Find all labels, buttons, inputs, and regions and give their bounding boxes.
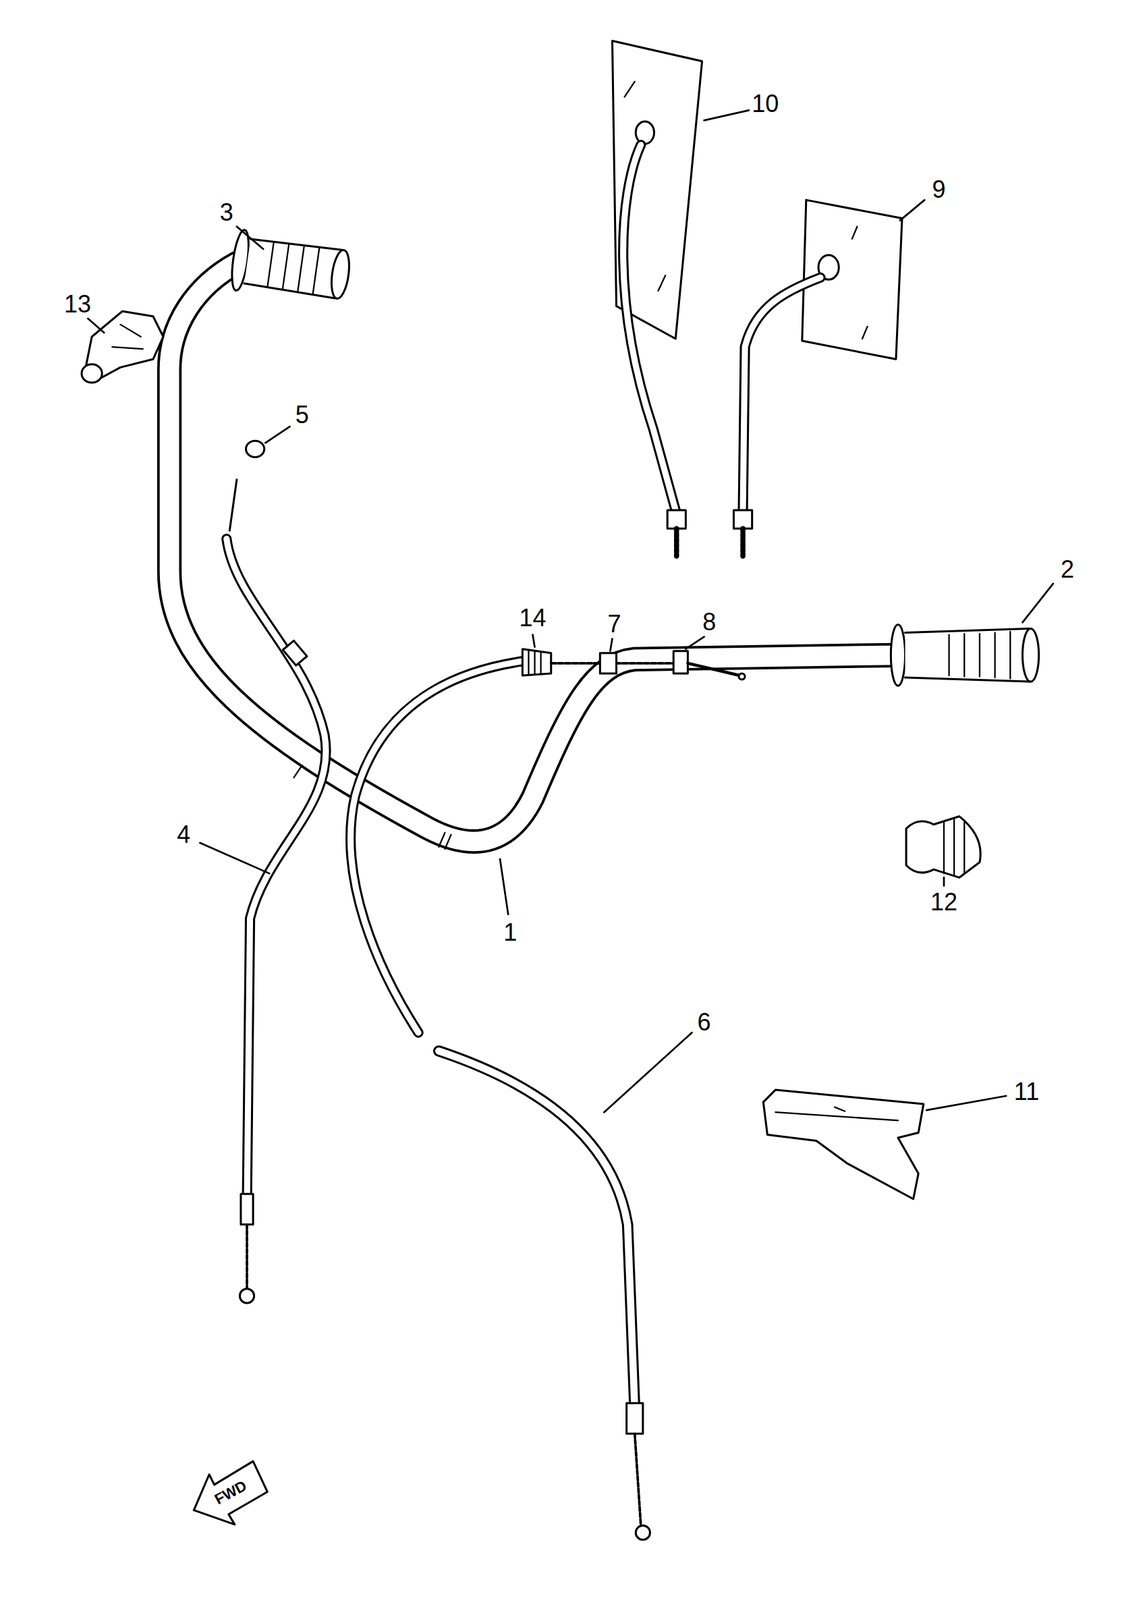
callout-number: 14: [516, 604, 548, 632]
callout-number: 11: [1012, 1078, 1042, 1106]
throttle-cable: [350, 661, 651, 1540]
left-grip: [228, 228, 353, 306]
callout-number: 4: [174, 821, 193, 849]
cable-nut: [229, 440, 264, 531]
lever-holder: [81, 311, 164, 383]
callout-number: 2: [1058, 555, 1077, 583]
callout-number: 3: [217, 199, 236, 227]
callout-number: 1: [501, 918, 519, 946]
rubber-boot: [906, 816, 981, 878]
right-mirror: [733, 199, 903, 556]
callout-number: 7: [605, 610, 623, 638]
callout-number: 12: [928, 888, 960, 916]
callout-number: 13: [62, 290, 94, 318]
clutch-cable: [226, 538, 326, 1303]
cable-bracket: [763, 1089, 923, 1199]
callout-number: 5: [293, 401, 312, 429]
leader-lines: [87, 109, 1054, 1112]
callout-number: 10: [749, 90, 781, 118]
forward-arrow: [193, 1460, 268, 1525]
left-mirror: [611, 40, 702, 556]
handlebar: [169, 263, 899, 849]
callout-number: 8: [700, 608, 718, 636]
callout-number: 6: [695, 1008, 714, 1036]
cable-adjuster: [522, 649, 745, 680]
right-grip: [890, 624, 1039, 686]
callout-number: 9: [929, 176, 948, 204]
